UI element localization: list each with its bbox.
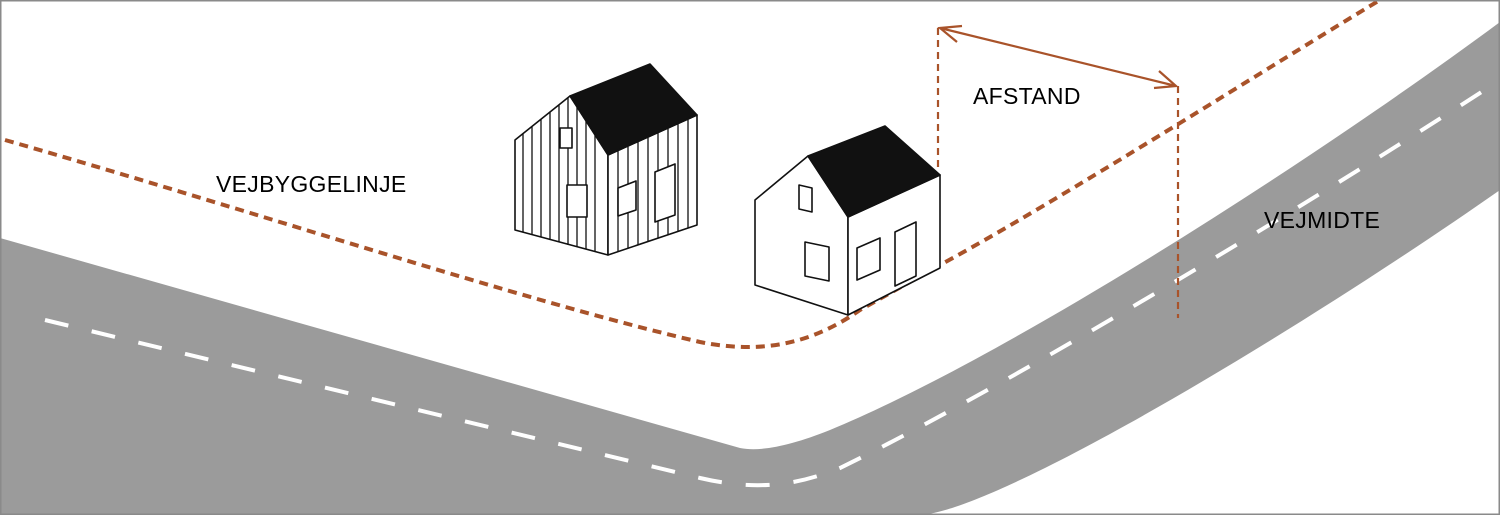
left-house-door [654, 163, 676, 223]
right-house-window-gable [804, 241, 830, 282]
distance-arrowhead-right [1153, 70, 1179, 90]
road-center-dashes [44, 78, 1500, 488]
distance-measure [936, 24, 1180, 318]
road-surface [0, 22, 1500, 515]
building-line [4, 0, 1382, 350]
right-house-window-side [856, 237, 881, 281]
distance-label: AFSTAND [973, 83, 1081, 109]
left-house [514, 63, 698, 256]
road [0, 22, 1500, 515]
distance-arrow-line [939, 26, 1177, 88]
left-house-window-top [559, 127, 573, 149]
right-house-window-top [798, 184, 813, 213]
left-house-window-side [617, 180, 637, 217]
right-house [754, 125, 941, 316]
left-house-window-gable [566, 184, 588, 218]
building-line-label: VEJBYGGELINJE [216, 171, 407, 197]
distance-arrowhead-left [937, 24, 963, 43]
left-house-roof [569, 63, 698, 156]
right-house-roof [807, 125, 941, 218]
road-center-label: VEJMIDTE [1264, 207, 1380, 233]
right-house-door [894, 221, 917, 287]
